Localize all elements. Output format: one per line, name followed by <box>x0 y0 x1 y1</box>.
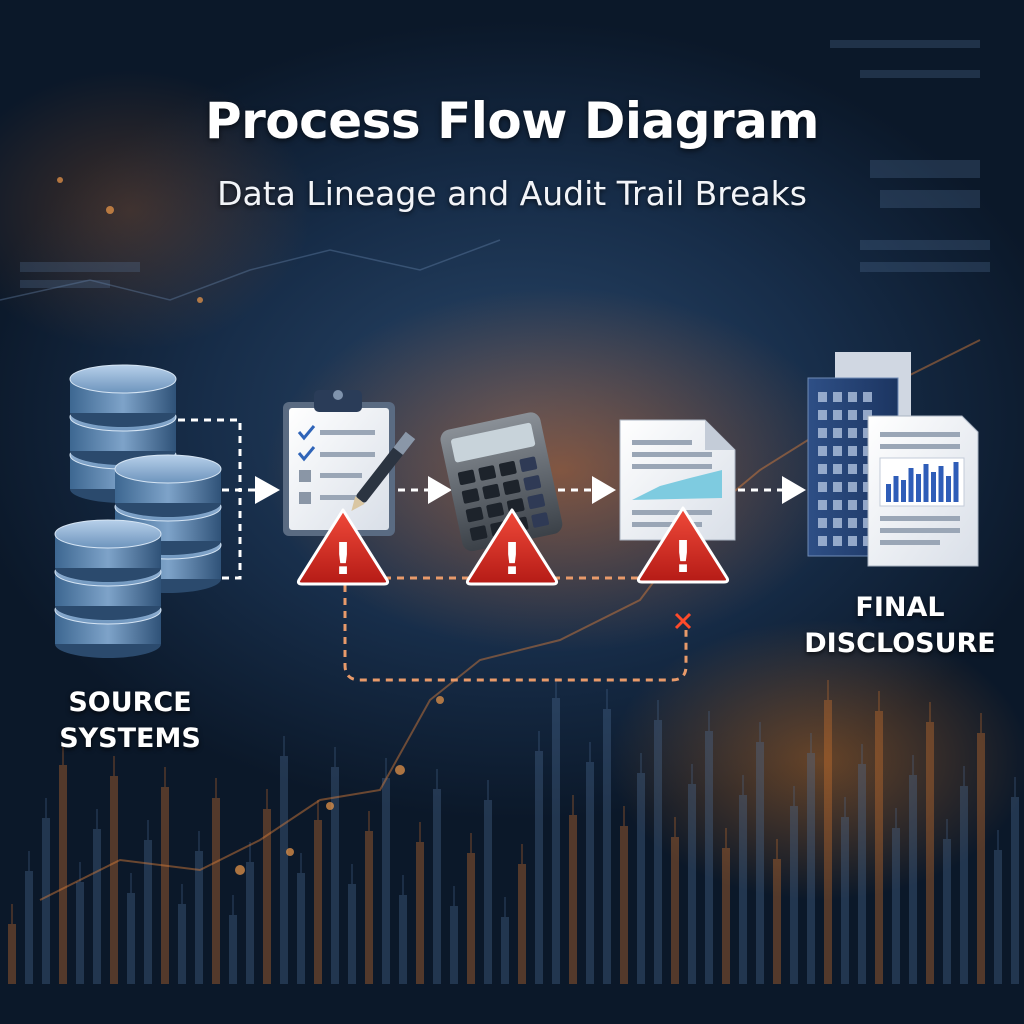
background-candle <box>93 829 101 984</box>
audit-trail-path <box>343 576 688 682</box>
background-candle <box>365 831 373 984</box>
background-candle <box>977 733 985 984</box>
background-candle <box>399 895 407 984</box>
background-candle <box>807 753 815 984</box>
background-candle <box>535 751 543 984</box>
diagram-subtitle: Data Lineage and Audit Trail Breaks <box>217 174 807 213</box>
source-systems-label: SOURCE SYSTEMS <box>30 685 230 757</box>
background-candle <box>8 924 16 984</box>
background-candle <box>1011 797 1019 984</box>
arrow-head-4 <box>782 476 806 504</box>
background-candle <box>603 709 611 984</box>
background-candle <box>994 850 1002 984</box>
background-candle <box>790 806 798 984</box>
final-label-line2: DISCLOSURE <box>804 628 996 659</box>
background-candle <box>875 711 883 984</box>
warning-symbol: ! <box>673 532 693 583</box>
background-candle <box>331 767 339 984</box>
background-candle <box>280 756 288 984</box>
disclosure-documents-icon <box>807 352 979 567</box>
clipboard-checklist-icon <box>283 390 416 536</box>
warning-symbol: ! <box>502 534 522 585</box>
background-candle <box>42 818 50 984</box>
background-candle <box>263 809 271 984</box>
source-label-line1: SOURCE <box>68 687 192 718</box>
background-candle <box>212 798 220 984</box>
background-candle <box>127 893 135 984</box>
arrow-head-1 <box>255 476 280 504</box>
background-candle <box>960 786 968 984</box>
final-disclosure-label: FINAL DISCLOSURE <box>800 590 1000 662</box>
background-candle <box>450 906 458 984</box>
background-candle <box>688 784 696 984</box>
background-candle <box>76 882 84 984</box>
background-candle <box>858 764 866 984</box>
warning-symbol: ! <box>333 534 353 585</box>
diagram-title: Process Flow Diagram <box>204 92 820 150</box>
report-document-icon <box>619 419 736 541</box>
background-candle <box>756 742 764 984</box>
warning-icon: ! <box>465 508 559 586</box>
background-candle <box>569 815 577 984</box>
background-candle <box>246 862 254 984</box>
warning-icon: ! <box>296 508 390 586</box>
background-trend-line-2 <box>0 239 501 301</box>
background-candle <box>620 826 628 984</box>
source-label-line2: SYSTEMS <box>59 723 201 754</box>
background-candle <box>161 787 169 984</box>
background-candle <box>433 789 441 984</box>
background-candle <box>773 859 781 984</box>
background-candle <box>637 773 645 984</box>
background-candle <box>501 917 509 984</box>
pen-icon <box>351 431 416 512</box>
background-candle <box>110 776 118 984</box>
background-candle <box>297 873 305 984</box>
source-connectors <box>178 418 255 580</box>
background-candle <box>467 853 475 984</box>
background-candle <box>314 820 322 984</box>
background-candle <box>416 842 424 984</box>
background-candle <box>178 904 186 984</box>
arrow-head-2 <box>428 476 452 504</box>
final-label-line1: FINAL <box>855 592 945 623</box>
background-candle <box>59 765 67 984</box>
background-candle <box>195 851 203 984</box>
background-candle <box>909 775 917 984</box>
background-candle <box>722 848 730 984</box>
database-icon <box>54 364 222 658</box>
background-candle <box>229 915 237 984</box>
background-candle <box>739 795 747 984</box>
background-candle <box>841 817 849 984</box>
background-candle <box>586 762 594 984</box>
background-candle <box>654 720 662 984</box>
warning-icon: ! <box>636 506 730 584</box>
background-candle <box>382 778 390 984</box>
background-candle <box>144 840 152 984</box>
background-candle <box>926 722 934 984</box>
background-candle <box>705 731 713 984</box>
background-candle <box>824 700 832 984</box>
background-candle <box>671 837 679 984</box>
background-candle <box>943 839 951 984</box>
flow-arrows <box>255 476 806 504</box>
background-candle <box>892 828 900 984</box>
background-candle <box>348 884 356 984</box>
calculator-icon <box>440 412 563 552</box>
background-candle <box>484 800 492 984</box>
background-candle <box>552 698 560 984</box>
background-candle <box>518 864 526 984</box>
arrow-head-3 <box>592 476 616 504</box>
break-marker-icon <box>674 612 692 630</box>
background-candle <box>25 871 33 984</box>
